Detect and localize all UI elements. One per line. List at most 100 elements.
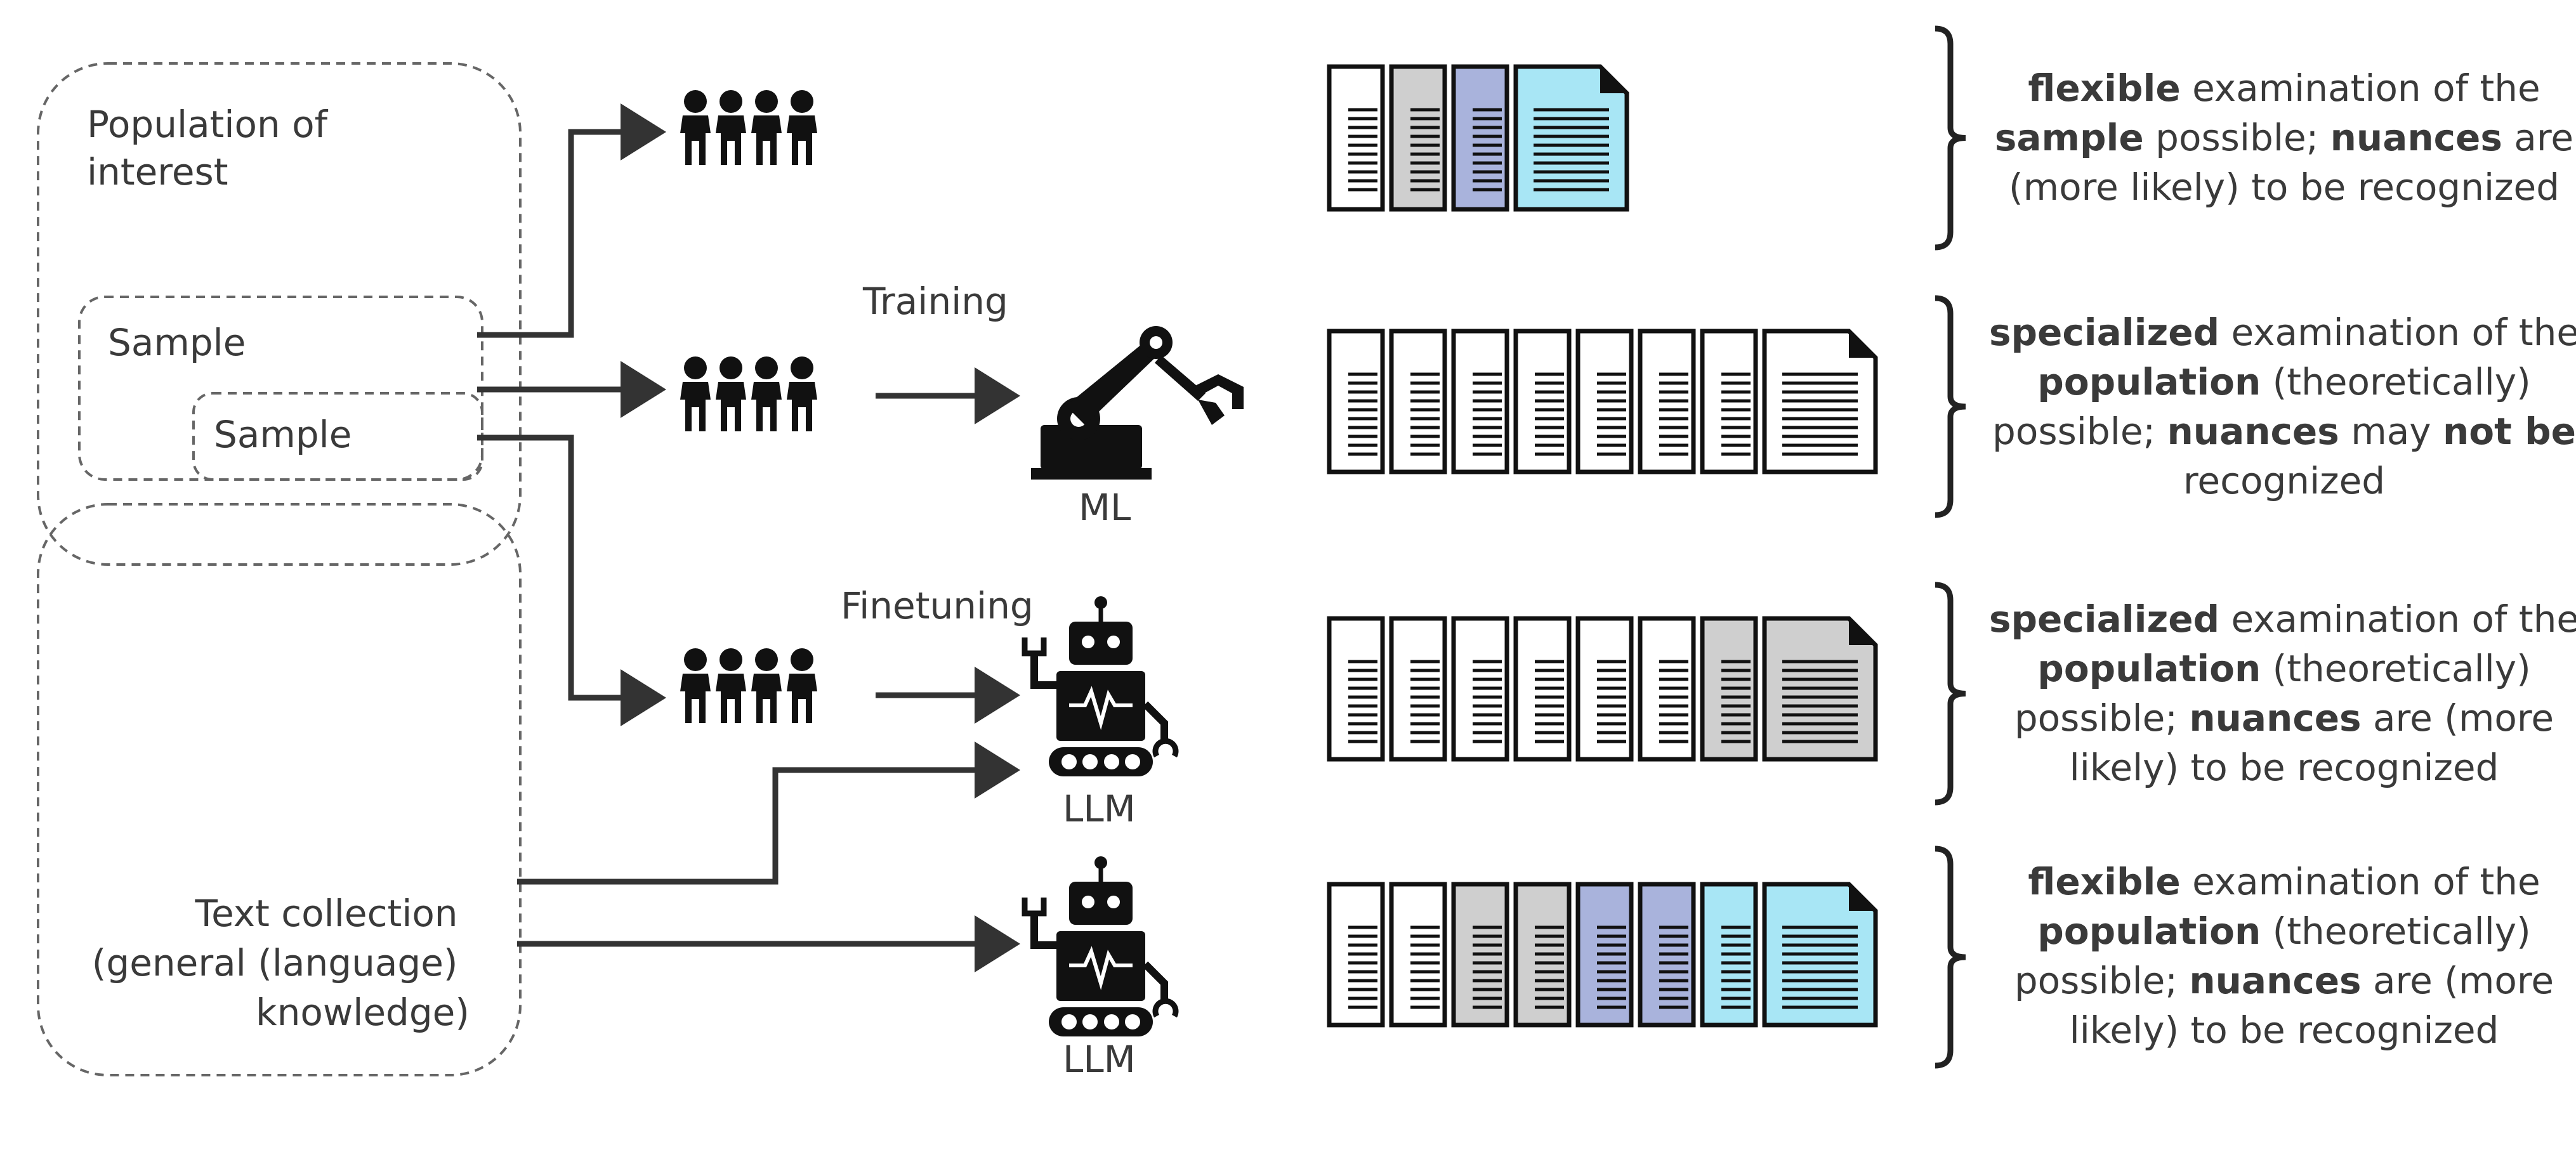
document-stacks [1327, 64, 1878, 1028]
description-text: possible; [2014, 959, 2189, 1002]
document-icon [1451, 329, 1509, 474]
row-description: specialized examination of the population… [1989, 311, 2576, 502]
arrows [477, 103, 1020, 972]
description-text: (theoretically) [2261, 910, 2530, 953]
curly-bracket [1935, 295, 1966, 518]
left-panel: Population of interest Sample Sample Tex… [37, 62, 522, 1076]
description-text: examination of the [2181, 67, 2540, 110]
description-text: are [2502, 116, 2573, 159]
document-icon [1762, 882, 1878, 1028]
robot-icon [1025, 596, 1176, 776]
population-label-line-1: Population of [87, 103, 329, 146]
document-icon [1638, 329, 1696, 474]
people-group-icon [680, 90, 817, 165]
description-text: possible; [2144, 116, 2330, 159]
training-label: Training [862, 280, 1008, 323]
description-bold-text: not be [2443, 410, 2576, 453]
llm-label-2: LLM [1063, 1038, 1136, 1081]
description-text: are (more [2362, 959, 2554, 1002]
document-icon [1700, 882, 1758, 1028]
text-collection-line-1: Text collection [195, 892, 458, 935]
document-fold [1849, 618, 1876, 645]
population-box [37, 62, 522, 566]
document-icon [1327, 329, 1385, 474]
document-stack [1327, 329, 1878, 474]
arrow-sample-to-group-1 [477, 103, 666, 338]
description-bold-text: nuances [2330, 116, 2502, 159]
document-icon [1638, 616, 1696, 762]
brackets [1935, 25, 1966, 1069]
curly-bracket [1935, 25, 1966, 251]
description-bold-text: nuances [2189, 959, 2361, 1002]
document-icon [1327, 616, 1385, 762]
curly-bracket [1935, 846, 1966, 1069]
description-text: may [2339, 410, 2443, 453]
description-bold-text: specialized [1989, 598, 2219, 641]
document-icon [1451, 64, 1509, 212]
arrow-sample2-to-group-3 [477, 434, 666, 726]
document-icon [1575, 616, 1634, 762]
document-icon [1451, 882, 1509, 1028]
document-icon [1700, 329, 1758, 474]
ml-label: ML [1079, 486, 1131, 529]
curly-bracket [1935, 582, 1966, 806]
document-icon [1638, 882, 1696, 1028]
robot-icon [1025, 856, 1176, 1036]
document-icon [1389, 616, 1447, 762]
document-stack [1327, 882, 1878, 1028]
population-label: Population of interest [87, 103, 339, 193]
document-icon [1575, 329, 1634, 474]
description-bold-text: population [2037, 360, 2261, 403]
document-stack [1327, 64, 1629, 212]
document-icon [1451, 616, 1509, 762]
document-icon [1513, 329, 1572, 474]
text-collection-label: Text collection (general (language) know… [92, 892, 470, 1034]
document-fold [1849, 331, 1876, 358]
description-bold-text: population [2037, 910, 2261, 953]
description-bold-text: population [2037, 647, 2261, 690]
document-icon [1327, 64, 1385, 212]
document-icon [1389, 329, 1447, 474]
document-icon [1762, 616, 1878, 762]
document-icon [1575, 882, 1634, 1028]
people-group-icon [680, 356, 817, 431]
description-text: likely) to be recognized [2070, 1009, 2499, 1052]
document-icon [1389, 882, 1447, 1028]
document-fold [1600, 67, 1627, 93]
description-text: examination of the [2219, 311, 2576, 354]
document-stack [1327, 616, 1878, 762]
arrow-text-to-llm-1 [517, 742, 1020, 885]
population-label-line-2: interest [87, 150, 228, 193]
row-description: flexible examination of the population (t… [2014, 860, 2554, 1052]
row-description: specialized examination of the population… [1989, 598, 2576, 789]
description-text: recognized [2183, 459, 2385, 502]
finetuning-label: Finetuning [841, 584, 1034, 627]
document-icon [1762, 329, 1878, 474]
description-text: (more likely) to be recognized [2009, 166, 2560, 209]
document-icon [1513, 882, 1572, 1028]
text-collection-box [37, 503, 522, 1076]
description-text: possible; [2014, 696, 2189, 740]
sample-label-1: Sample [108, 321, 246, 364]
description-text: (theoretically) [2261, 360, 2530, 403]
description-bold-text: nuances [2167, 410, 2339, 453]
llm-label-1: LLM [1063, 787, 1136, 830]
people-group-icon [680, 648, 817, 723]
sample-label-2: Sample [214, 413, 352, 456]
description-text: possible; [1992, 410, 2167, 453]
description-text: examination of the [2181, 860, 2540, 903]
description-bold-text: flexible [2028, 860, 2180, 903]
description-text: likely) to be recognized [2070, 746, 2499, 789]
description-text: are (more [2362, 696, 2554, 740]
document-icon [1327, 882, 1385, 1028]
robot-arm-icon [1031, 326, 1244, 480]
document-icon [1513, 616, 1572, 762]
description-text: examination of the [2219, 598, 2576, 641]
description-bold-text: specialized [1989, 311, 2219, 354]
document-icon [1700, 616, 1758, 762]
description-bold-text: nuances [2189, 696, 2361, 740]
description-text: (theoretically) [2261, 647, 2530, 690]
